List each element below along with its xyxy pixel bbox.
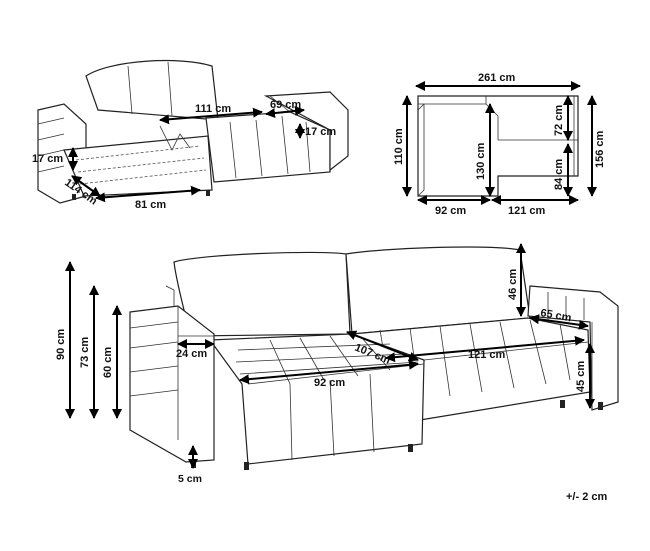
label-92cm-plan: 92 cm bbox=[435, 205, 466, 217]
storage-view-illustration bbox=[37, 59, 349, 204]
label-111cm: 111 cm bbox=[195, 103, 231, 115]
label-130cm: 130 cm bbox=[475, 142, 487, 180]
label-156cm: 156 cm bbox=[594, 130, 606, 168]
label-17cm-left: 17 cm bbox=[32, 153, 63, 165]
tolerance-note: +/- 2 cm bbox=[566, 491, 607, 503]
label-65cm: 65 cm bbox=[539, 307, 572, 324]
label-46cm: 46 cm bbox=[507, 269, 519, 300]
label-17cm-right: 17 cm bbox=[305, 126, 336, 138]
label-72cm: 72 cm bbox=[553, 105, 565, 136]
label-60cm: 60 cm bbox=[102, 347, 114, 378]
label-69cm: 69 cm bbox=[270, 99, 301, 111]
label-5cm: 5 cm bbox=[178, 473, 202, 485]
label-121cm-sofa: 121 cm bbox=[468, 349, 506, 361]
label-84cm: 84 cm bbox=[553, 159, 565, 190]
label-73cm: 73 cm bbox=[79, 337, 91, 368]
plan-view-dimensions: 261 cm 110 cm 130 cm 72 cm 84 cm 156 cm … bbox=[393, 72, 606, 217]
label-24cm: 24 cm bbox=[176, 348, 207, 360]
label-92cm-sofa: 92 cm bbox=[314, 377, 345, 389]
label-90cm: 90 cm bbox=[55, 329, 67, 360]
label-45cm: 45 cm bbox=[575, 361, 587, 392]
label-121cm-plan: 121 cm bbox=[508, 205, 546, 217]
label-110cm: 110 cm bbox=[393, 128, 405, 165]
label-81cm: 81 cm bbox=[135, 199, 166, 211]
label-261cm: 261 cm bbox=[478, 72, 516, 84]
